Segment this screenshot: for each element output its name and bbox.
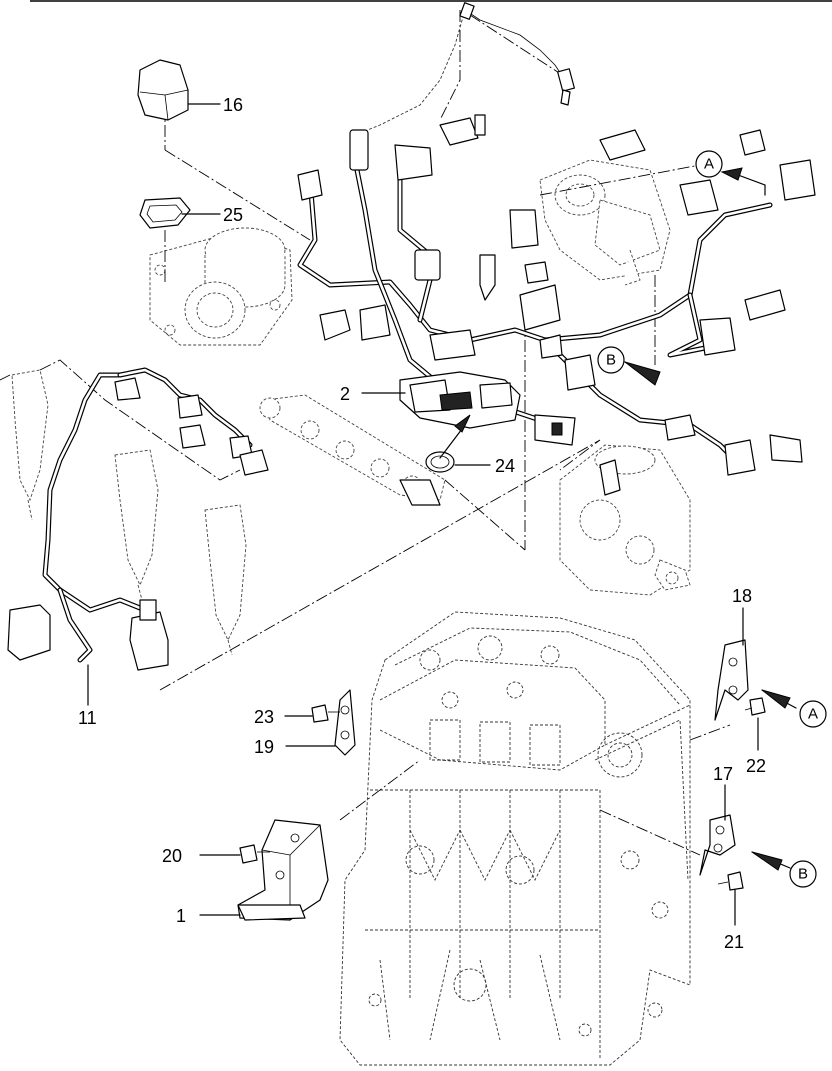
callout-23: 23: [254, 707, 274, 727]
engine-block: [339, 611, 691, 1066]
bracket-1: [237, 819, 329, 921]
view-ref-a-top: A: [695, 150, 723, 178]
injector-3: [204, 504, 247, 656]
svg-text:A: A: [808, 706, 818, 723]
bracket-17: [699, 814, 736, 876]
callout-11: 11: [78, 708, 97, 728]
bolt-23: [311, 704, 340, 723]
leader-lines: [0, 10, 731, 856]
callout-24: 24: [495, 456, 515, 476]
injector-harness: [42, 367, 253, 663]
bolt-21: [717, 871, 744, 891]
svg-text:B: B: [798, 866, 808, 883]
callout-2: 2: [340, 384, 350, 404]
view-ref-b-bracket: B: [789, 860, 817, 888]
relay-cover-16: [137, 59, 189, 121]
callout-22: 22: [746, 756, 766, 776]
view-ref-b-top: B: [597, 346, 625, 374]
callout-leaders: [87, 103, 797, 926]
gasket-25: [139, 197, 191, 229]
callout-19: 19: [254, 737, 274, 757]
throttle-body: [149, 227, 293, 346]
bolt-20: [239, 844, 270, 864]
callout-21: 21: [724, 932, 744, 952]
callout-16: 16: [223, 95, 243, 115]
callout-labels: 16 25 2 24 11 18 22 23 19 17 21 20 1: [78, 95, 766, 952]
callout-1: 1: [176, 906, 186, 926]
egr-valve: [539, 159, 671, 286]
svg-text:B: B: [606, 352, 616, 369]
fuel-pump: [559, 444, 691, 596]
fuel-rail: [259, 394, 446, 506]
injector-1: [11, 369, 49, 521]
callout-17: 17: [713, 764, 733, 784]
connectors: [7, 2, 816, 671]
callout-20: 20: [162, 846, 182, 866]
callout-18: 18: [732, 586, 752, 606]
bracket-18: [714, 639, 749, 721]
bolt-22: [744, 697, 766, 716]
injector-2: [114, 449, 159, 601]
svg-text:A: A: [704, 156, 714, 173]
bracket-19: [334, 689, 356, 756]
callout-25: 25: [223, 205, 243, 225]
view-ref-a-bracket: A: [799, 700, 827, 728]
